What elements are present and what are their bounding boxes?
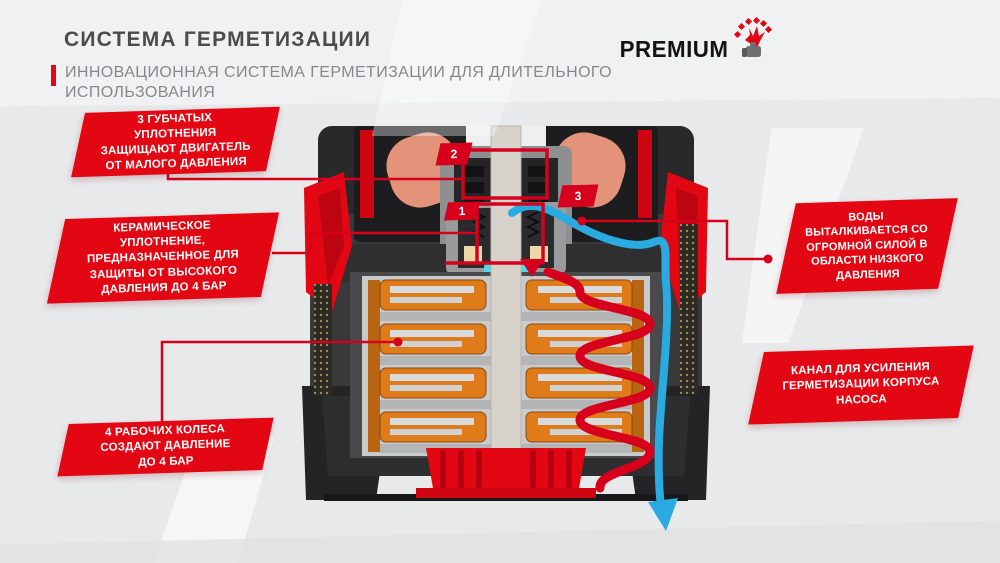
water-flow-arrow-icon [508,201,678,531]
highlight-box-motor-seals [461,148,549,200]
marker-2-number: 2 [450,146,458,162]
subtitle-accent-bar [51,65,56,86]
connector-sponge-seals [166,172,463,181]
marker-3: 3 [560,185,597,208]
marker-1: 1 [446,202,478,221]
connector-ceramic-seal [272,231,477,255]
page-subtitle: ИННОВАЦИОННАЯ СИСТЕМА ГЕРМЕТИЗАЦИИ ДЛЯ Д… [65,64,612,101]
pump-cutaway-illustration [302,125,710,501]
marker-3-number: 3 [574,188,582,204]
filter-mesh-left [314,284,332,396]
filter-mesh-right [680,224,698,394]
callout-seal-channel: КАНАЛ ДЛЯ УСИЛЕНИЯ ГЕРМЕТИЗАЦИИ КОРПУСА … [755,346,967,425]
marker-1-number: 1 [458,203,466,219]
callout-impellers: 4 РАБОЧИХ КОЛЕСА СОЗДАЮТ ДАВЛЕНИЕ ДО 4 Б… [62,418,269,476]
page-title: СИСТЕМА ГЕРМЕТИЗАЦИИ [64,28,372,51]
stars-thumb-icon [733,16,773,57]
pressure-flow-serpentine [543,267,655,493]
suction-inlet [416,448,596,498]
marker-2: 2 [438,143,471,166]
callout-ceramic-seal: КЕРАМИЧЕСКОЕ УПЛОТНЕНИЕ, ПРЕДНАЗНАЧЕННОЕ… [55,213,272,304]
brand-logo-text: PREMIUM [619,36,729,62]
callout-water-push: ВОДЫ ВЫТАЛКИВАЕТСЯ СО ОГРОМНОЙ СИЛОЙ В О… [785,198,950,293]
callout-sponge-seals: 3 ГУБЧАТЫХ УПЛОТНЕНИЯ ЗАЩИЩАЮТ ДВИГАТЕЛЬ… [77,107,274,177]
connector-impellers [160,337,403,424]
highlight-box-mechanical-seal [445,202,545,277]
